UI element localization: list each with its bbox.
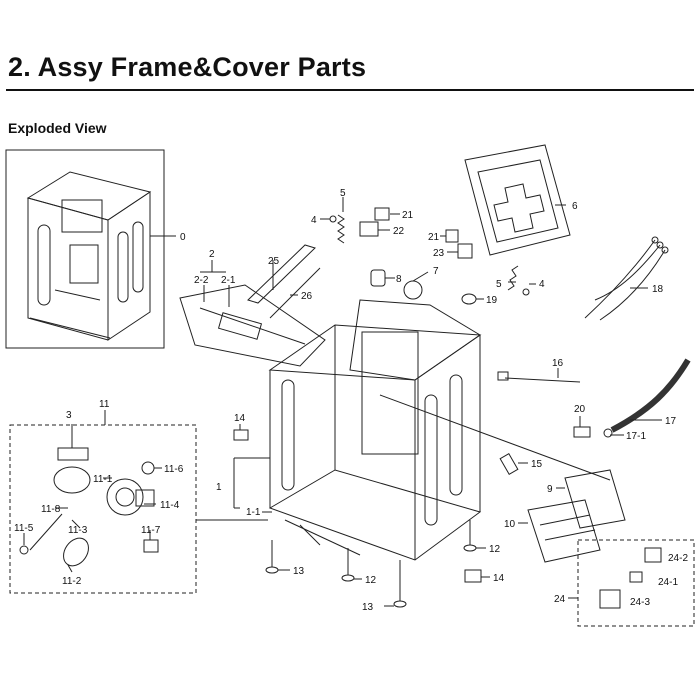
callout-11: 11 [99, 399, 110, 410]
wire-harness-drawing [584, 236, 669, 321]
callout-1-1: 1-1 [246, 507, 261, 518]
callout-9: 9 [547, 484, 553, 495]
callout-20: 20 [574, 404, 586, 415]
callout-10: 10 [504, 519, 516, 530]
callout-7: 7 [433, 266, 439, 277]
callout-3: 3 [66, 410, 72, 421]
bracket-22-drawing [359, 221, 379, 237]
part-10-drawing [527, 499, 601, 563]
callout-5b: 5 [496, 279, 502, 290]
callout-22: 22 [393, 226, 405, 237]
callout-11-1: 11-1 [93, 474, 113, 485]
parts-24-drawing [599, 547, 662, 609]
cabinet-assembly-drawing [26, 171, 152, 341]
spring-right-drawing [507, 265, 519, 291]
damper-drawing [370, 269, 386, 287]
callout-19: 19 [486, 295, 498, 306]
callout-17: 17 [665, 416, 677, 427]
callout-14b: 14 [493, 573, 505, 584]
callout-16: 16 [552, 358, 564, 369]
callout-12a: 12 [489, 544, 501, 555]
top-cover-drawing [464, 144, 571, 256]
callout-11-4: 11-4 [160, 500, 180, 511]
part-7-drawing [403, 280, 423, 300]
rail-25-drawing [247, 244, 316, 304]
bracket-21-drawing [374, 207, 390, 221]
rail-26-drawing [269, 267, 321, 319]
part-19-drawing [461, 293, 477, 305]
clip-right-drawing [522, 288, 530, 296]
callout-25: 25 [268, 256, 280, 267]
callout-24-1: 24-1 [658, 577, 678, 588]
callout-13b: 13 [362, 602, 374, 613]
callout-24-3: 24-3 [630, 597, 650, 608]
rod-16-drawing [497, 371, 581, 383]
callout-5a: 5 [340, 188, 346, 199]
callout-0: 0 [180, 232, 186, 243]
main-frame-drawing [268, 299, 611, 561]
callout-24-2: 24-2 [668, 553, 688, 564]
bracket-14-left-drawing [233, 429, 249, 441]
foot-drawings [265, 520, 477, 608]
callout-11-7: 11-7 [141, 525, 161, 536]
callout-4a: 4 [311, 215, 317, 226]
callout-23: 23 [433, 248, 445, 259]
callout-4b: 4 [539, 279, 545, 290]
spring-left-drawing [337, 214, 345, 244]
callout-26: 26 [301, 291, 313, 302]
callout-2-2: 2-2 [194, 275, 209, 286]
callout-8: 8 [396, 274, 402, 285]
callout-11-6: 11-6 [164, 464, 184, 475]
callout-13a: 13 [293, 566, 305, 577]
callout-21a: 21 [402, 210, 414, 221]
callout-12b: 12 [365, 575, 377, 586]
hose-drawing [603, 358, 691, 438]
assembly-frame-box [5, 149, 165, 349]
callout-1: 1 [216, 482, 222, 493]
bracket-21b-drawing [445, 229, 459, 243]
bracket-23-drawing [457, 243, 473, 259]
callout-15: 15 [531, 459, 543, 470]
clip-left-drawing [329, 215, 337, 223]
control-panel-frame-drawing [179, 284, 326, 367]
pump-group-box [9, 424, 197, 594]
section-subtitle: Exploded View [8, 120, 107, 136]
valve-15-drawing [499, 453, 519, 475]
callout-21b: 21 [428, 232, 440, 243]
bracket-14-right-drawing [464, 569, 482, 583]
callout-2: 2 [209, 249, 215, 260]
callout-17-1: 17-1 [626, 431, 646, 442]
callout-18: 18 [652, 284, 664, 295]
callout-11-2: 11-2 [62, 576, 82, 587]
callout-14a: 14 [234, 413, 246, 424]
part-9-drawing [564, 469, 626, 529]
callout-2-1: 2-1 [221, 275, 236, 286]
callout-6: 6 [572, 201, 578, 212]
callout-11-3: 11-3 [68, 525, 88, 536]
page-title: 2. Assy Frame&Cover Parts [8, 52, 367, 82]
part-20-drawing [573, 426, 591, 438]
callout-24: 24 [554, 594, 566, 605]
callout-11-5: 11-5 [14, 523, 34, 534]
callout-11-8: 11-8 [41, 504, 61, 515]
title-underline [6, 89, 694, 91]
parts-24-box [577, 539, 695, 627]
